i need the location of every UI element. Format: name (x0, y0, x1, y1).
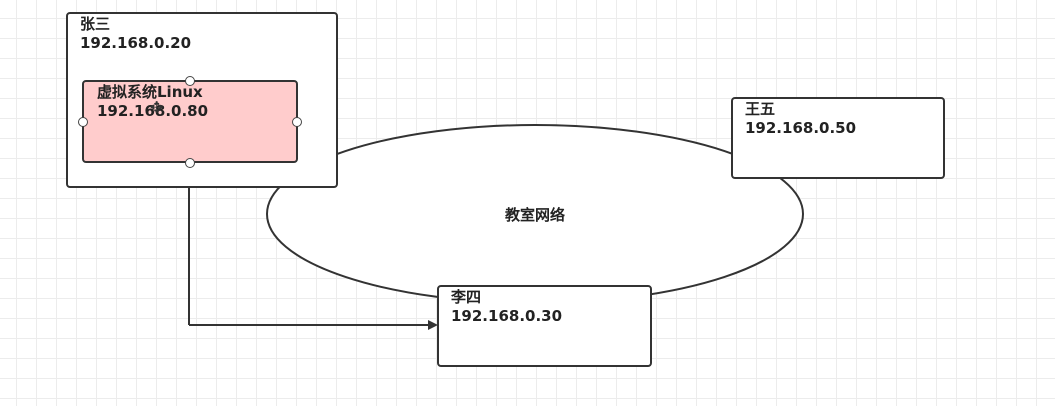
node-name: 王五 (745, 100, 776, 118)
node-name: 李四 (451, 288, 482, 306)
node-ip: 192.168.0.20 (80, 34, 192, 52)
node-lisi[interactable]: 李四 192.168.0.30 (437, 285, 652, 367)
node-name: 虚拟系统Linux (97, 83, 203, 101)
node-ip: 192.168.0.80 (97, 102, 209, 120)
resize-handle[interactable] (185, 76, 195, 86)
network-label: 教室网络 (504, 206, 565, 224)
node-name: 张三 (80, 15, 111, 33)
resize-handle[interactable] (292, 117, 302, 127)
node-virtual-linux[interactable]: 虚拟系统Linux 192.168.0.80 (82, 80, 298, 163)
node-ip: 192.168.0.50 (745, 119, 857, 137)
node-wangwu[interactable]: 王五 192.168.0.50 (731, 97, 945, 179)
resize-handle[interactable] (78, 117, 88, 127)
resize-handle[interactable] (185, 158, 195, 168)
node-ip: 192.168.0.30 (451, 307, 563, 325)
move-cursor-icon: ✥ (150, 98, 164, 117)
